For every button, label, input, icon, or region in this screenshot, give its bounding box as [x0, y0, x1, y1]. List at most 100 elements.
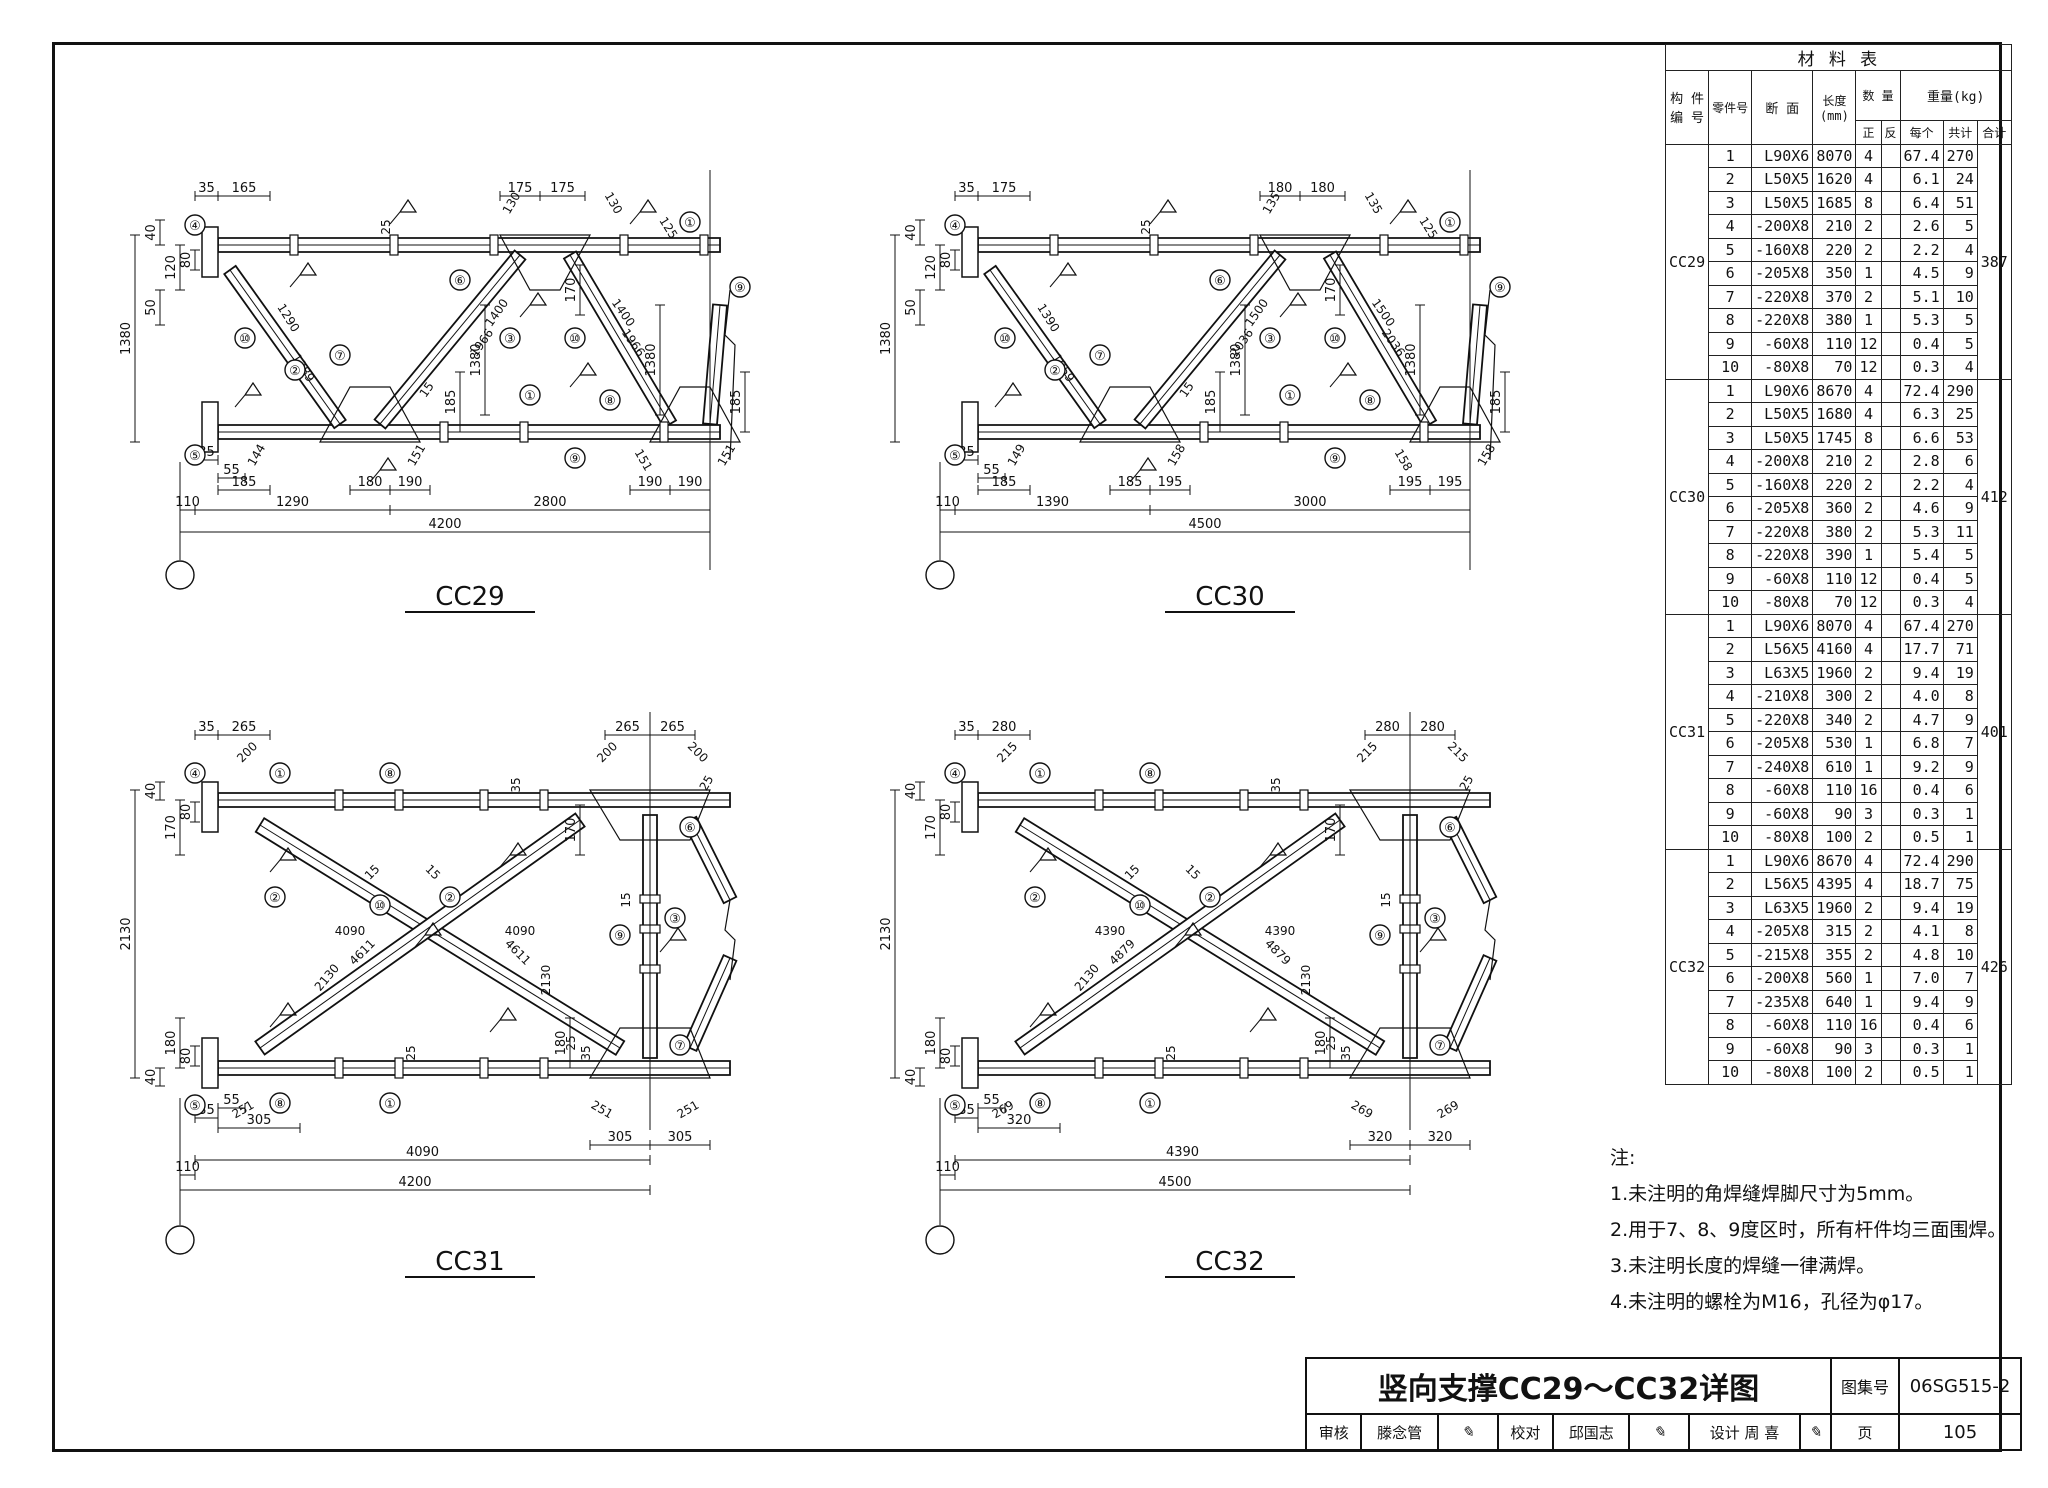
weight-each: 0.3	[1899, 801, 1944, 826]
drawing-label: CC31	[435, 1247, 504, 1277]
weight-each: 0.4	[1899, 1013, 1944, 1038]
weld-leader	[1259, 854, 1271, 868]
member-centerline	[1449, 957, 1491, 1049]
filler-plate	[394, 789, 404, 811]
break-line	[1484, 899, 1496, 981]
weld-leader	[369, 469, 381, 483]
part-callout-label: ⑤	[189, 449, 201, 464]
part-callout-label: ⑨	[1374, 929, 1386, 944]
callout-10b	[564, 327, 586, 349]
length: 70	[1812, 590, 1857, 615]
weight-total: 8	[1942, 919, 1978, 944]
dim-gg: 170	[1324, 278, 1339, 303]
part-callout-label: ⑧	[1144, 767, 1156, 782]
dim-i2: 4090	[505, 924, 536, 938]
grid-axis-bubble	[165, 560, 195, 590]
member-centerline	[1329, 254, 1431, 425]
weight-total: 9	[1942, 261, 1978, 286]
dim-w: 3000	[1293, 495, 1326, 510]
qty-pos: 2	[1855, 496, 1882, 521]
dim-u: 110	[175, 495, 200, 510]
end-plate	[201, 1037, 219, 1089]
length: 530	[1812, 731, 1857, 756]
qty-pos: 1	[1855, 754, 1882, 779]
dim-i: 4390	[1095, 924, 1126, 938]
filler-plate	[519, 421, 529, 443]
weight-each: 6.4	[1899, 190, 1944, 215]
weld-symbol	[1039, 1001, 1058, 1016]
callout-10	[234, 327, 256, 349]
qty-pos: 4	[1855, 143, 1882, 168]
part-callout-label: ①	[1444, 216, 1456, 231]
part-callout-label: ④	[949, 767, 961, 782]
qty-pos: 3	[1855, 1036, 1882, 1061]
section: -160X8	[1751, 237, 1814, 262]
qty-neg	[1880, 966, 1901, 991]
dim-o: 305	[668, 1130, 693, 1145]
member-centerline	[1139, 254, 1281, 425]
qty-neg	[1880, 848, 1901, 873]
part-no: 4	[1708, 214, 1753, 239]
length: 110	[1812, 331, 1857, 356]
weld-symbol	[1039, 846, 1058, 861]
filler-plate	[1459, 234, 1469, 256]
weld-symbol	[379, 456, 398, 471]
member-id: CC29	[1664, 143, 1710, 380]
dim-dd: 130	[602, 190, 626, 217]
weight-each: 9.4	[1899, 660, 1944, 685]
part-no: 2	[1708, 872, 1753, 897]
filler-plate	[479, 1057, 489, 1079]
qty-neg	[1880, 308, 1901, 333]
hdr-weight: 重量(kg)	[1899, 70, 2012, 121]
weight-each: 2.8	[1899, 449, 1944, 474]
length: 300	[1812, 684, 1857, 709]
dim-b: 175	[992, 181, 1017, 196]
dim-k2: 180	[554, 1031, 569, 1056]
weight-total: 1	[1942, 1060, 1978, 1085]
part-no: 6	[1708, 966, 1753, 991]
callout-2	[1024, 886, 1046, 908]
dim-v2: 25	[1324, 1035, 1338, 1050]
dim-a: 35	[198, 720, 215, 735]
weld-leader	[1279, 304, 1291, 318]
filler-plate	[439, 421, 449, 443]
qty-neg	[1880, 895, 1901, 920]
weight-each: 6.8	[1899, 731, 1944, 756]
weld-symbol	[1184, 921, 1203, 936]
length: 315	[1812, 919, 1857, 944]
weight-total: 53	[1942, 425, 1978, 450]
member-centerline	[1469, 304, 1481, 425]
length: 1680	[1812, 402, 1857, 427]
filler-plate	[1419, 421, 1429, 443]
grid-axis-bubble	[925, 560, 955, 590]
dim-w: 35	[1269, 777, 1283, 792]
part-callout-label: ⑨	[1494, 281, 1506, 296]
section: -220X8	[1751, 707, 1814, 732]
weight-each: 9.4	[1899, 989, 1944, 1014]
length: 220	[1812, 237, 1857, 262]
dim-i: 1380	[879, 322, 894, 355]
check-label: 校对	[1496, 1413, 1555, 1451]
weight-total: 5	[1942, 214, 1978, 239]
callout-1b	[1279, 384, 1301, 406]
qty-pos: 4	[1855, 402, 1882, 427]
member-centerline	[1019, 824, 1381, 1049]
section: -205X8	[1751, 261, 1814, 286]
part-no: 3	[1708, 425, 1753, 450]
hdr-member: 构 件 编 号	[1664, 70, 1710, 145]
weld-symbol	[1004, 381, 1023, 396]
gusset-plate	[588, 1027, 711, 1079]
qty-neg	[1880, 684, 1901, 709]
weight-total: 5	[1942, 543, 1978, 568]
callout-9b	[1324, 447, 1346, 469]
length: 560	[1812, 966, 1857, 991]
end-plate	[961, 401, 979, 453]
